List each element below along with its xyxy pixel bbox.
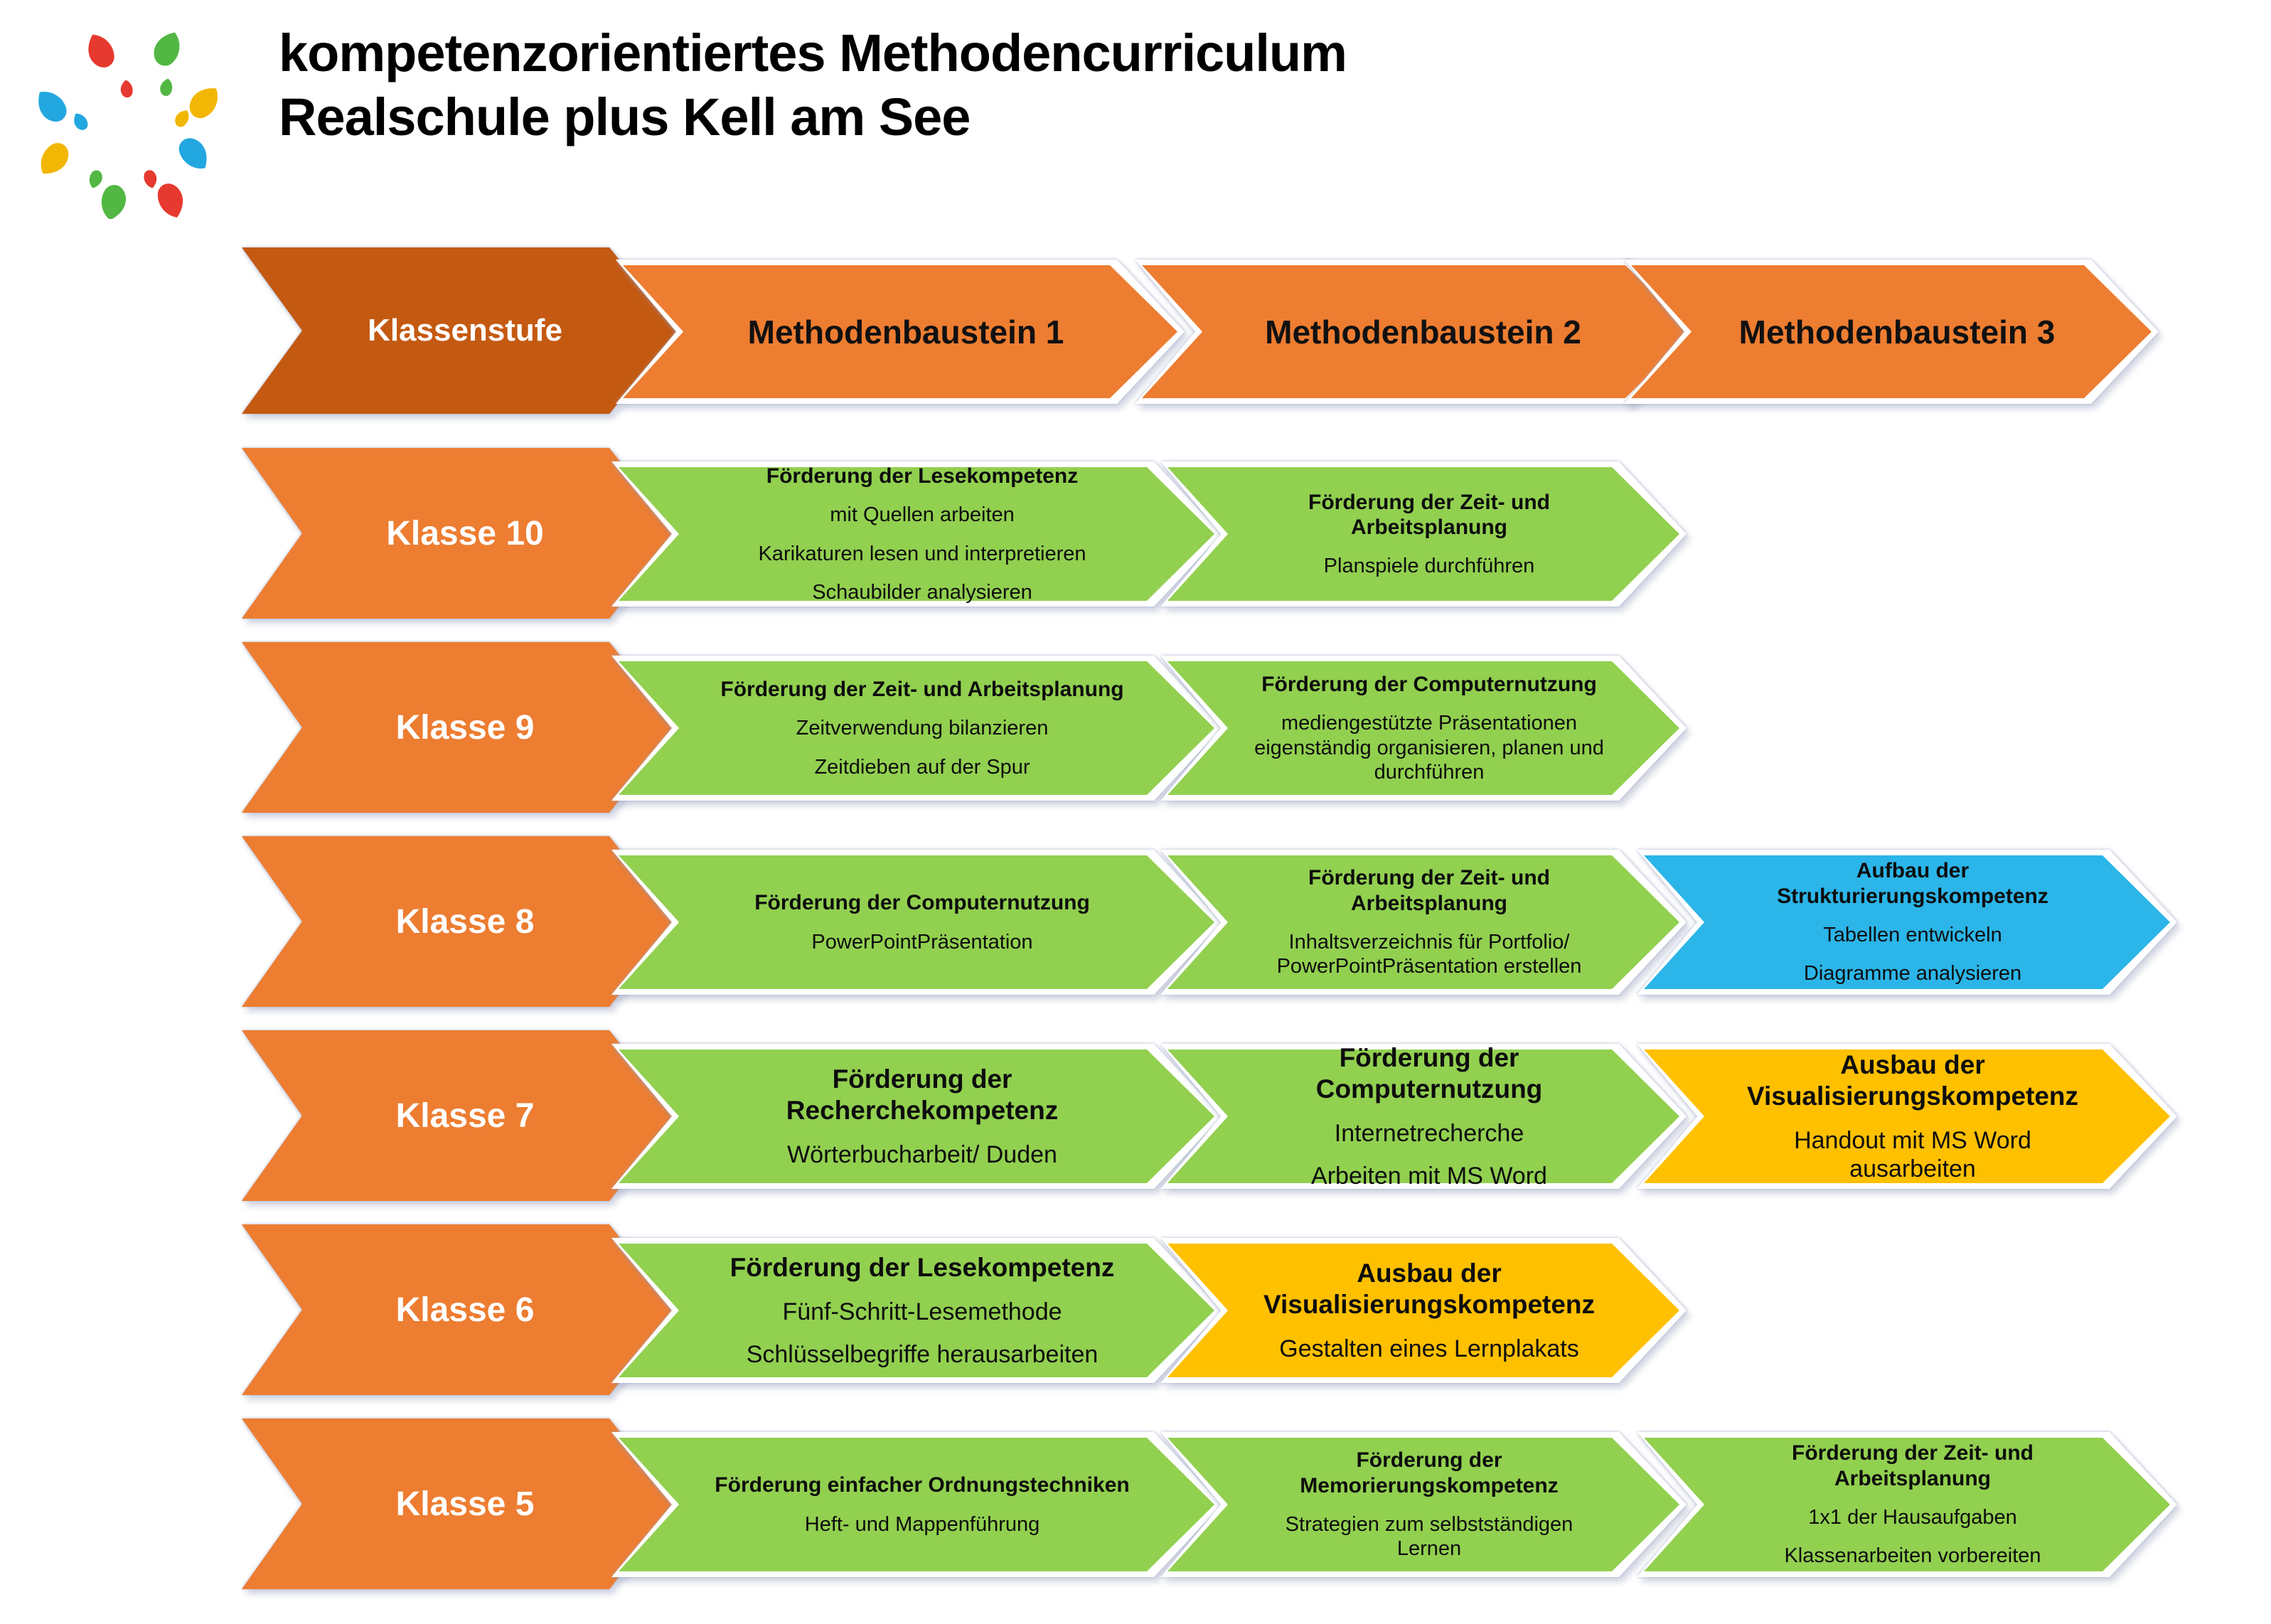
row-label-klasse-9: Klasse 9 — [242, 642, 677, 813]
cell-title: Förderung einfacher Ordnungstechniken — [715, 1473, 1130, 1497]
cell-title: Förderung der Zeit- und Arbeitsplanung — [720, 678, 1124, 702]
cell-klasse-7-baustein-3: Ausbau der Visualisierungskompetenz Hand… — [1637, 1044, 2177, 1189]
column-header-label: Methodenbaustein 1 — [747, 313, 1064, 351]
cell-title: Förderung der Computernutzung — [1315, 1043, 1543, 1104]
cell-klasse-9-baustein-1: Förderung der Zeit- und Arbeitsplanung Z… — [611, 656, 1222, 801]
row-label-klasse-5: Klasse 5 — [242, 1419, 677, 1589]
cell-item: Planspiele durchführen — [1323, 555, 1535, 578]
cell-item: Karikaturen lesen und interpretieren — [758, 542, 1086, 565]
cell-klasse-10-baustein-2: Förderung der Zeit- und Arbeitsplanung P… — [1160, 461, 1687, 607]
cell-klasse-5-baustein-2: Förderung der Memorierungskompetenz Stra… — [1160, 1432, 1687, 1577]
cell-item: Handout mit MS Word ausarbeiten — [1794, 1126, 2031, 1182]
row-klasse-7: Klasse 7 Förderung der Recherchekompeten… — [0, 1030, 2271, 1205]
cell-title: Förderung der Computernutzung — [1261, 672, 1597, 696]
cell-item: mit Quellen arbeiten — [830, 503, 1015, 527]
cell-item: Heft- und Mappenführung — [804, 1512, 1040, 1536]
school-logo — [30, 27, 225, 219]
cell-klasse-7-baustein-1: Förderung der Recherchekompetenz Wörterb… — [611, 1044, 1222, 1189]
cell-item: 1x1 der Hausaufgaben — [1808, 1506, 2017, 1529]
cell-item: Strategien zum selbstständigen Lernen — [1285, 1513, 1573, 1561]
cell-title: Ausbau der Visualisierungskompetenz — [1746, 1050, 2079, 1111]
cell-klasse-8-baustein-3: Aufbau der Strukturierungskompetenz Tabe… — [1637, 850, 2177, 995]
column-header-label: Methodenbaustein 2 — [1265, 313, 1581, 351]
cell-item: Internetrecherche — [1334, 1119, 1524, 1147]
cell-title: Förderung der Lesekompetenz — [766, 464, 1079, 488]
row-klasse-6: Klasse 6 Förderung der Lesekompetenz Fün… — [0, 1224, 2271, 1399]
column-header-methodenbaustein-1: Methodenbaustein 1 — [616, 260, 1185, 404]
cell-title: Förderung der Zeit- und Arbeitsplanung — [1792, 1441, 2034, 1490]
cell-klasse-7-baustein-2: Förderung der Computernutzung Internetre… — [1160, 1043, 1687, 1190]
cell-item: Fünf-Schritt-Lesemethode — [782, 1298, 1062, 1325]
cell-item: Gestalten eines Lernplakats — [1279, 1335, 1579, 1362]
klasse-label: Klasse 5 — [395, 1485, 535, 1523]
row-klasse-10: Klasse 10 Förderung der Lesekompetenz mi… — [0, 448, 2271, 623]
cell-title: Förderung der Memorierungskompetenz — [1300, 1448, 1559, 1497]
cell-title: Förderung der Computernutzung — [754, 891, 1090, 915]
cell-item: Schaubilder analysieren — [812, 580, 1032, 604]
cell-item: Klassenarbeiten vorbereiten — [1784, 1544, 2041, 1568]
cell-item: PowerPointPräsentation — [811, 930, 1033, 953]
cell-klasse-6-baustein-1: Förderung der Lesekompetenz Fünf-Schritt… — [611, 1238, 1222, 1383]
cell-title: Ausbau der Visualisierungskompetenz — [1263, 1259, 1596, 1319]
cell-item: Tabellen entwickeln — [1823, 924, 2002, 947]
column-header-label: Klassenstufe — [368, 313, 562, 348]
row-klasse-8: Klasse 8 Förderung der Computernutzung P… — [0, 836, 2271, 1011]
row-label-klasse-8: Klasse 8 — [242, 836, 677, 1007]
row-label-klasse-7: Klasse 7 — [242, 1030, 677, 1201]
logo-petal-ring — [30, 27, 225, 219]
column-header-label: Methodenbaustein 3 — [1738, 313, 2056, 351]
cell-title: Förderung der Lesekompetenz — [730, 1253, 1115, 1283]
klasse-label: Klasse 10 — [386, 514, 544, 552]
page-title-line1: kompetenzorientiertes Methodencurriculum — [279, 23, 1347, 82]
cell-klasse-9-baustein-2: Förderung der Computernutzung mediengest… — [1160, 656, 1687, 801]
row-label-klasse-10: Klasse 10 — [242, 448, 677, 619]
klasse-label: Klasse 8 — [395, 902, 535, 941]
cell-klasse-5-baustein-3: Förderung der Zeit- und Arbeitsplanung 1… — [1637, 1432, 2177, 1577]
cell-item: Wörterbucharbeit/ Duden — [787, 1140, 1057, 1168]
cell-item: mediengestützte Präsentationen eigenstän… — [1254, 712, 1604, 784]
klasse-label: Klasse 9 — [395, 708, 535, 747]
cell-klasse-8-baustein-1: Förderung der Computernutzung PowerPoint… — [611, 850, 1222, 995]
column-header-methodenbaustein-2: Methodenbaustein 2 — [1135, 260, 1700, 404]
cell-klasse-10-baustein-1: Förderung der Lesekompetenz mit Quellen … — [611, 461, 1222, 607]
cell-klasse-8-baustein-2: Förderung der Zeit- und Arbeitsplanung I… — [1160, 850, 1687, 995]
row-klasse-5: Klasse 5 Förderung einfacher Ordnungstec… — [0, 1419, 2271, 1593]
cell-item: Schlüsselbegriffe herausarbeiten — [746, 1340, 1099, 1368]
column-header-klassenstufe: Klassenstufe — [242, 247, 677, 414]
row-label-klasse-6: Klasse 6 — [242, 1224, 677, 1395]
klasse-label: Klasse 7 — [395, 1096, 535, 1135]
cell-title: Aufbau der Strukturierungskompetenz — [1777, 859, 2048, 908]
cell-item: Inhaltsverzeichnis für Portfolio/ PowerP… — [1276, 931, 1582, 978]
cell-item: Arbeiten mit MS Word — [1311, 1162, 1547, 1190]
klasse-label: Klasse 6 — [395, 1291, 535, 1329]
cell-item: Zeitverwendung bilanzieren — [796, 717, 1049, 740]
page-title: kompetenzorientiertes Methodencurriculum… — [279, 21, 1347, 150]
cell-item: Diagramme analysieren — [1803, 962, 2022, 985]
column-header-methodenbaustein-3: Methodenbaustein 3 — [1624, 260, 2159, 404]
cell-title: Förderung der Recherchekompetenz — [786, 1064, 1059, 1125]
cell-klasse-6-baustein-2: Ausbau der Visualisierungskompetenz Gest… — [1160, 1238, 1687, 1383]
header-row: Klassenstufe Methodenbaustein 1 Methoden… — [0, 247, 2271, 422]
page-title-line2: Realschule plus Kell am See — [279, 87, 971, 147]
cell-title: Förderung der Zeit- und Arbeitsplanung — [1308, 490, 1550, 539]
row-klasse-9: Klasse 9 Förderung der Zeit- und Arbeits… — [0, 642, 2271, 817]
cell-title: Förderung der Zeit- und Arbeitsplanung — [1308, 866, 1550, 915]
cell-item: Zeitdieben auf der Spur — [814, 755, 1030, 779]
cell-klasse-5-baustein-1: Förderung einfacher Ordnungstechniken He… — [611, 1432, 1222, 1577]
